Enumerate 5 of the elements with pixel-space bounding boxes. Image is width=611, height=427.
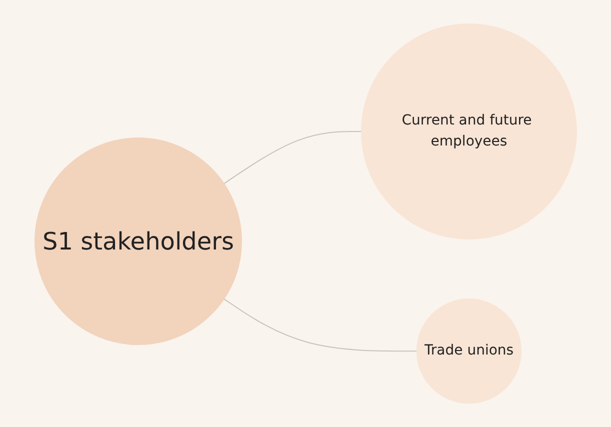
connector bbox=[223, 130, 362, 184]
connector bbox=[223, 298, 418, 352]
node-circle: Current and future employees bbox=[360, 23, 577, 240]
node-circle: Trade unions bbox=[416, 298, 522, 404]
node-circle: S1 stakeholders bbox=[34, 137, 242, 345]
